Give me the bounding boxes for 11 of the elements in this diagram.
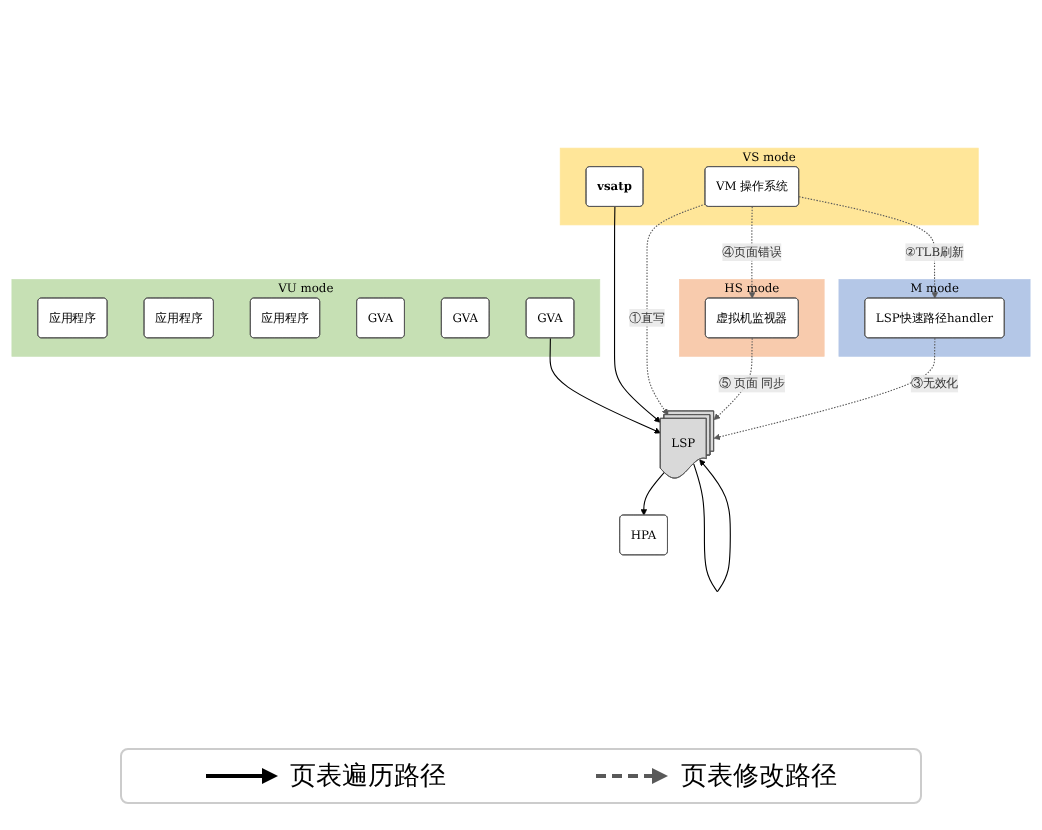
legend-text: 页表修改路径 (680, 760, 837, 794)
arrow (614, 206, 661, 423)
arrow (640, 471, 665, 516)
arrow (549, 337, 661, 434)
legend-text: 页表遍历路径 (289, 760, 446, 794)
arrow (713, 337, 753, 421)
arrow (693, 459, 731, 593)
arrow (646, 203, 706, 416)
arrow (713, 337, 936, 441)
arrow (748, 206, 756, 299)
arrow (798, 196, 938, 299)
